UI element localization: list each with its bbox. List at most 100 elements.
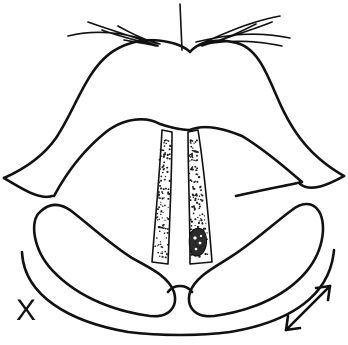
stipple-dot: [191, 153, 193, 155]
stipple-dot: [161, 227, 163, 229]
stipple-dot: [190, 146, 192, 148]
stipple-dot: [159, 230, 161, 232]
stipple-dot: [195, 160, 197, 162]
stipple-dot: [164, 152, 166, 154]
stipple-dot: [164, 205, 166, 207]
stipple-dot: [191, 156, 193, 158]
stipple-dot: [190, 199, 192, 201]
stipple-dot: [156, 213, 158, 215]
stipple-dot: [162, 212, 163, 213]
stipple-dot: [195, 181, 196, 182]
stipple-dot: [167, 140, 168, 141]
stipple-dot: [164, 220, 165, 221]
stipple-dot: [191, 220, 193, 222]
stipple-dot: [200, 219, 202, 221]
stipple-dot: [191, 181, 193, 183]
stipple-dot: [200, 218, 201, 219]
stipple-dot: [205, 223, 206, 224]
stipple-dot: [190, 142, 192, 144]
stipple-dot: [196, 151, 198, 153]
stipple-dot: [204, 228, 206, 230]
stipple-dot: [166, 237, 167, 238]
stipple-dot: [160, 187, 162, 189]
stipple-dot: [193, 207, 194, 208]
stipple-dot: [169, 149, 170, 150]
stipple-dot: [156, 237, 158, 239]
stipple-dot: [198, 203, 200, 205]
stipple-dot: [191, 228, 193, 230]
stipple-dot: [201, 194, 203, 196]
stipple-dot: [159, 219, 160, 220]
stipple-dot: [199, 220, 200, 221]
stipple-dot: [196, 170, 197, 171]
stipple-dot: [165, 228, 167, 230]
stipple-dot: [198, 207, 200, 209]
stipple-dot: [189, 218, 191, 220]
stipple-dot: [161, 156, 162, 157]
stipple-dot: [196, 202, 198, 204]
stipple-dot: [196, 139, 198, 141]
outer-lower-contour-right: [300, 176, 344, 188]
stipple-dot: [192, 168, 194, 170]
stipple-dot: [159, 197, 161, 199]
stipple-dot: [166, 157, 168, 159]
stipple-dot: [163, 150, 165, 152]
stipple-dot: [194, 225, 195, 226]
stipple-dot: [167, 198, 169, 200]
stipple-dot: [201, 199, 203, 201]
stipple-dot: [164, 145, 166, 147]
outer-upper-contour: [4, 40, 344, 178]
stipple-dot: [158, 244, 160, 246]
double-headed-arrow-icon: [286, 286, 330, 330]
stipple-dot: [159, 256, 160, 257]
stipple-dot: [167, 191, 169, 193]
stipple-dot: [198, 176, 200, 178]
stipple-dot: [199, 187, 201, 189]
stipple-dot: [166, 171, 168, 173]
stipple-dot: [194, 199, 196, 201]
stipple-dot: [192, 186, 194, 188]
stipple-dot: [168, 188, 170, 190]
stipple-dot: [204, 215, 205, 216]
stipple-dot: [199, 195, 201, 197]
stipple-dot: [160, 204, 161, 205]
stipple-dot: [158, 181, 160, 183]
stipple-dot: [157, 219, 158, 220]
left-arytenoid: [34, 205, 175, 316]
stipple-dot: [167, 167, 169, 169]
stipple-dot: [193, 213, 195, 215]
outer-lower-contour: [4, 178, 52, 197]
stipple-dot: [154, 245, 156, 247]
stipple-dot: [164, 232, 166, 234]
stipple-dot: [192, 147, 193, 148]
stipple-dot: [204, 219, 205, 220]
stipple-dot: [163, 188, 165, 190]
inner-upper-contour: [54, 119, 302, 196]
stipple-dot: [162, 217, 163, 218]
stipple-dot: [190, 169, 192, 171]
stipple-dot: [163, 169, 165, 171]
stipple-dot: [162, 253, 164, 255]
stipple-dot: [160, 244, 161, 245]
stipple-dot: [167, 228, 169, 230]
stipple-dot: [169, 158, 171, 160]
stipple-dot: [158, 194, 160, 196]
stipple-dot: [199, 214, 200, 215]
stipple-dot: [200, 189, 202, 191]
stipple-dot: [163, 156, 165, 158]
stipple-dot: [160, 180, 162, 182]
stipple-dot: [190, 257, 191, 258]
stipple-dot: [160, 168, 162, 170]
stipple-dot: [167, 154, 169, 156]
stipple-dot: [157, 208, 159, 210]
stipple-dot: [189, 154, 190, 155]
stipple-dot: [197, 226, 199, 228]
stipple-dot: [162, 256, 163, 257]
stipple-dot: [165, 143, 167, 145]
stipple-dot: [194, 218, 196, 220]
stipple-dot: [196, 155, 198, 157]
bristles: [68, 4, 290, 50]
stipple-dot: [157, 252, 159, 254]
stipple-dot: [165, 188, 167, 190]
